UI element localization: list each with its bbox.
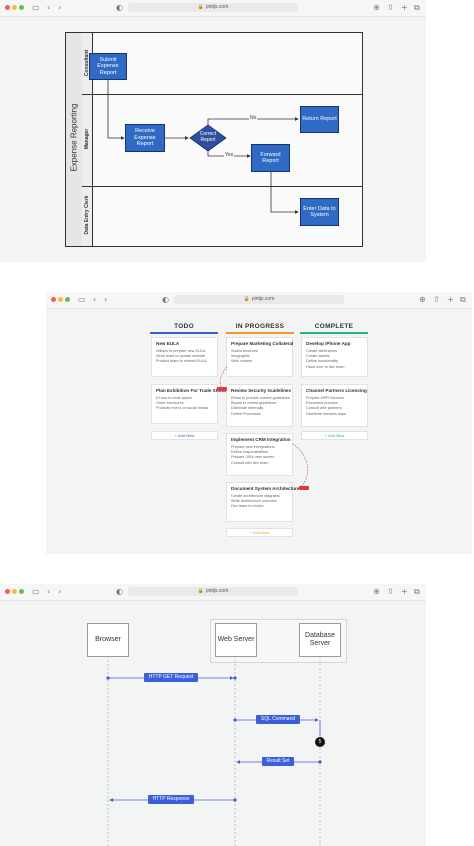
sidebar-icon[interactable]: ▭ bbox=[32, 3, 40, 12]
dependency-badge[interactable] bbox=[217, 387, 227, 391]
minimize-dot[interactable] bbox=[58, 297, 63, 302]
column-header-in-progress: IN PROGRESS bbox=[235, 323, 285, 330]
activation-badge-circle bbox=[315, 737, 325, 747]
lane-label-data-entry: Data Entry Clerk bbox=[82, 186, 93, 246]
address-bar[interactable]: 🔒pintjs.com bbox=[174, 295, 344, 304]
zoom-dot[interactable] bbox=[65, 297, 70, 302]
card-partners-licensing[interactable]: Channel Partners Licensing Prepare MPR l… bbox=[301, 384, 368, 427]
back-icon[interactable]: ‹ bbox=[47, 3, 51, 12]
url-text: pintjs.com bbox=[251, 296, 275, 302]
forward-icon[interactable]: › bbox=[104, 295, 108, 304]
dependency-badge[interactable] bbox=[299, 486, 309, 490]
url-text: pintjs.com bbox=[205, 588, 229, 594]
sidebar-icon[interactable]: ▭ bbox=[78, 295, 86, 304]
card-marketing-collateral[interactable]: Prepare Marketing Collateral Solaru broc… bbox=[226, 337, 293, 377]
actor-browser[interactable]: Browser bbox=[87, 623, 129, 657]
column-bar-todo bbox=[150, 332, 218, 334]
address-bar[interactable]: 🔒pintjs.com bbox=[128, 3, 298, 12]
browser-window-kanban: ▭ ‹ › ◐ 🔒pintjs.com ⊕ ⇧ + ⧉ TODO IN PROG… bbox=[46, 292, 472, 554]
forward-icon[interactable]: › bbox=[58, 587, 62, 596]
node-receive-expense-report: Receive Expense Report bbox=[125, 124, 165, 152]
lane-divider bbox=[82, 186, 362, 187]
node-enter-data: Enter Data to System bbox=[300, 198, 339, 226]
edge-label-yes: Yes bbox=[224, 152, 235, 158]
browser-window-swimlane: ▭ ‹ › ◐ 🔒pintjs.com ⊕ ⇧ + ⧉ Expense Repo… bbox=[0, 0, 426, 262]
lock-icon: 🔒 bbox=[197, 4, 204, 10]
browser-window-sequence: ▭ ‹ › ◐ 🔒pintjs.com ⊕ ⇧ + ⧉ 5 Bro bbox=[0, 584, 426, 846]
decision-diamond bbox=[189, 124, 227, 152]
message-http-response[interactable]: HTTP Response bbox=[148, 795, 194, 804]
sequence-lines bbox=[106, 656, 325, 846]
actor-web-server[interactable]: Web Server bbox=[215, 623, 257, 657]
message-sql-command[interactable]: SQL Command bbox=[256, 715, 300, 724]
shield-icon[interactable]: ◐ bbox=[162, 295, 169, 304]
card-crm-integration[interactable]: Implement CRM Integration Prepare new in… bbox=[226, 433, 293, 476]
new-tab-icon[interactable]: + bbox=[447, 295, 454, 304]
zoom-dot[interactable] bbox=[19, 5, 24, 10]
decision-label: Correct Report bbox=[199, 131, 217, 143]
message-result-set[interactable]: Result Set bbox=[262, 757, 294, 766]
add-new-complete-button[interactable]: + Add New bbox=[301, 431, 368, 440]
edge-no bbox=[207, 117, 299, 126]
column-header-todo: TODO bbox=[174, 323, 194, 330]
download-icon[interactable]: ⊕ bbox=[373, 3, 380, 12]
share-icon[interactable]: ⇧ bbox=[433, 295, 440, 304]
add-new-in-progress-button[interactable]: + Add New bbox=[226, 528, 293, 537]
node-forward-report: Forward Report bbox=[251, 144, 290, 172]
download-icon[interactable]: ⊕ bbox=[373, 587, 380, 596]
browser-toolbar: ▭ ‹ › ◐ 🔒pintjs.com ⊕ ⇧ + ⧉ bbox=[0, 584, 426, 601]
tabs-icon[interactable]: ⧉ bbox=[460, 295, 466, 304]
shield-icon[interactable]: ◐ bbox=[116, 3, 123, 12]
minimize-dot[interactable] bbox=[12, 5, 17, 10]
close-dot[interactable] bbox=[5, 5, 10, 10]
address-bar[interactable]: 🔒pintjs.com bbox=[128, 587, 298, 596]
close-dot[interactable] bbox=[51, 297, 56, 302]
back-icon[interactable]: ‹ bbox=[47, 587, 51, 596]
download-icon[interactable]: ⊕ bbox=[419, 295, 426, 304]
node-submit-expense-report: Submit Expense Report bbox=[89, 53, 127, 80]
close-dot[interactable] bbox=[5, 589, 10, 594]
edge-submit-receive bbox=[107, 80, 125, 140]
browser-toolbar: ▭ ‹ › ◐ 🔒pintjs.com ⊕ ⇧ + ⧉ bbox=[0, 0, 426, 17]
sidebar-icon[interactable]: ▭ bbox=[32, 587, 40, 596]
lock-icon: 🔒 bbox=[243, 296, 250, 302]
column-bar-complete bbox=[300, 332, 368, 334]
url-text: pintjs.com bbox=[205, 4, 229, 10]
edge-forward-enter bbox=[270, 172, 299, 214]
new-tab-icon[interactable]: + bbox=[401, 587, 408, 596]
add-new-todo-button[interactable]: + Add New bbox=[151, 431, 218, 440]
browser-toolbar: ▭ ‹ › ◐ 🔒pintjs.com ⊕ ⇧ + ⧉ bbox=[46, 292, 472, 309]
tabs-icon[interactable]: ⧉ bbox=[414, 3, 420, 12]
activation-badge: 5 bbox=[318, 739, 322, 745]
message-http-get[interactable]: HTTP GET Request bbox=[144, 673, 198, 682]
card-new-eula[interactable]: New EULA Willack to prepare new EULA Wor… bbox=[151, 337, 218, 377]
minimize-dot[interactable] bbox=[12, 589, 17, 594]
card-plan-exhibition[interactable]: Plan Exhibition For Trade Show EYuna to … bbox=[151, 384, 225, 424]
shield-icon[interactable]: ◐ bbox=[116, 587, 123, 596]
card-security-guidelines[interactable]: Review Security Guidelines Ethan to prov… bbox=[226, 384, 293, 427]
back-icon[interactable]: ‹ bbox=[93, 295, 97, 304]
dependency-connectors bbox=[219, 366, 308, 491]
new-tab-icon[interactable]: + bbox=[401, 3, 408, 12]
zoom-dot[interactable] bbox=[19, 589, 24, 594]
column-header-complete: COMPLETE bbox=[314, 323, 354, 330]
flow-connectors bbox=[107, 80, 299, 214]
column-bar-in-progress bbox=[226, 332, 294, 334]
card-system-architecture[interactable]: Document System Architecture Create arch… bbox=[226, 482, 299, 522]
forward-icon[interactable]: › bbox=[58, 3, 62, 12]
share-icon[interactable]: ⇧ bbox=[387, 3, 394, 12]
lane-label-manager: Manager bbox=[82, 94, 93, 186]
edge-label-no: No bbox=[249, 115, 258, 121]
actor-database-server[interactable]: Database Server bbox=[299, 623, 341, 657]
tabs-icon[interactable]: ⧉ bbox=[414, 587, 420, 596]
lane-divider bbox=[82, 94, 362, 95]
node-return-report: Return Report bbox=[300, 106, 339, 133]
share-icon[interactable]: ⇧ bbox=[387, 587, 394, 596]
card-iphone-app[interactable]: Develop iPhone App Create wireframes Cre… bbox=[301, 337, 368, 377]
lock-icon: 🔒 bbox=[197, 588, 204, 594]
